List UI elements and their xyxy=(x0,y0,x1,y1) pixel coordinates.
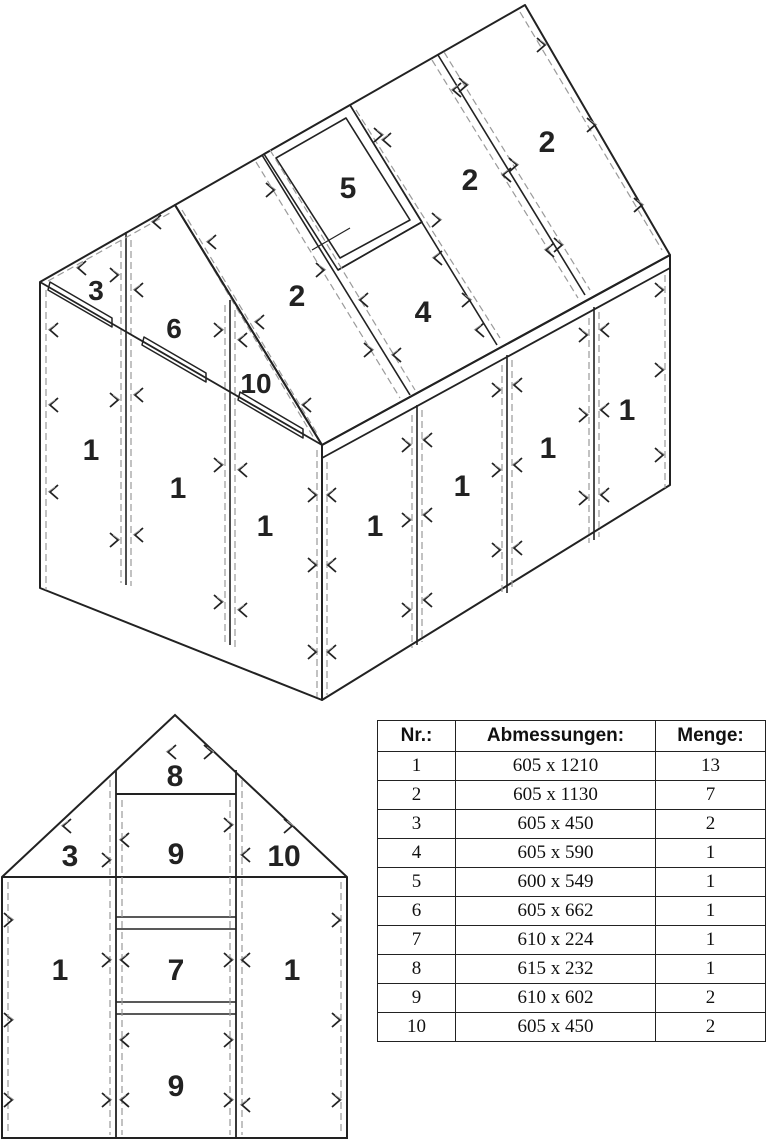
front-elevation xyxy=(0,713,348,1139)
cell-nr: 2 xyxy=(377,780,456,810)
label-1: 1 xyxy=(257,510,274,543)
label-1: 1 xyxy=(170,472,187,505)
cell-nr: 9 xyxy=(377,983,456,1013)
cell-quantity: 1 xyxy=(655,954,766,984)
label-1: 1 xyxy=(83,434,100,467)
cell-quantity: 2 xyxy=(655,983,766,1013)
label-10: 10 xyxy=(240,368,271,399)
cell-nr: 6 xyxy=(377,896,456,926)
label-2: 2 xyxy=(289,280,306,313)
cell-quantity: 13 xyxy=(655,751,766,781)
cell-nr: 10 xyxy=(377,1012,456,1042)
cell-nr: 1 xyxy=(377,751,456,781)
vent-bar xyxy=(237,391,304,439)
label-4: 4 xyxy=(415,296,432,329)
label-5: 5 xyxy=(340,172,357,205)
cell-quantity: 1 xyxy=(655,925,766,955)
front-elevation-outline xyxy=(0,713,348,1139)
header-abmessungen: Abmessungen: xyxy=(455,720,656,752)
cell-dimensions: 615 x 232 xyxy=(455,954,656,984)
label-9: 9 xyxy=(168,1070,185,1103)
cell-quantity: 2 xyxy=(655,1012,766,1042)
cell-quantity: 7 xyxy=(655,780,766,810)
label-6: 6 xyxy=(166,313,182,344)
label-1: 1 xyxy=(454,470,471,503)
vent-bar xyxy=(47,281,113,328)
cell-dimensions: 605 x 450 xyxy=(455,809,656,839)
cell-dimensions: 605 x 450 xyxy=(455,1012,656,1042)
label-1: 1 xyxy=(619,394,636,427)
label-3: 3 xyxy=(62,840,79,873)
cell-dimensions: 610 x 602 xyxy=(455,983,656,1013)
label-10: 10 xyxy=(267,840,300,873)
cell-dimensions: 605 x 1130 xyxy=(455,780,656,810)
cell-nr: 4 xyxy=(377,838,456,868)
label-1: 1 xyxy=(540,432,557,465)
label-8: 8 xyxy=(167,760,184,793)
front-labels: 8 3 9 10 1 7 1 9 xyxy=(52,760,301,1103)
label-1: 1 xyxy=(52,954,69,987)
header-nr: Nr.: xyxy=(377,720,456,752)
roof-window xyxy=(263,104,423,271)
label-1: 1 xyxy=(284,954,301,987)
cell-dimensions: 600 x 549 xyxy=(455,867,656,897)
cell-dimensions: 605 x 590 xyxy=(455,838,656,868)
label-3: 3 xyxy=(88,275,104,306)
roof-window-inner xyxy=(275,117,411,259)
cell-quantity: 2 xyxy=(655,809,766,839)
side-eave-beam xyxy=(321,254,671,459)
label-2: 2 xyxy=(462,164,479,197)
label-1: 1 xyxy=(367,510,384,543)
iso-labels: 3 6 10 1 1 1 1 1 1 1 2 5 2 2 4 xyxy=(83,126,636,543)
label-2: 2 xyxy=(539,126,556,159)
label-7: 7 xyxy=(168,954,185,987)
roof-outline xyxy=(174,4,671,446)
cell-quantity: 1 xyxy=(655,867,766,897)
header-menge: Menge: xyxy=(655,720,766,752)
table-header-row: Nr.: Abmessungen: Menge: xyxy=(377,720,766,752)
cell-dimensions: 605 x 662 xyxy=(455,896,656,926)
cell-nr: 7 xyxy=(377,925,456,955)
vent-bar xyxy=(141,336,207,383)
cell-quantity: 1 xyxy=(655,838,766,868)
cell-nr: 5 xyxy=(377,867,456,897)
label-9: 9 xyxy=(168,838,185,871)
front-eave xyxy=(39,281,323,446)
isometric-view xyxy=(39,4,671,701)
cell-quantity: 1 xyxy=(655,896,766,926)
cell-dimensions: 610 x 224 xyxy=(455,925,656,955)
clips-isometric xyxy=(47,37,666,660)
cell-dimensions: 605 x 1210 xyxy=(455,751,656,781)
cell-nr: 3 xyxy=(377,809,456,839)
cell-nr: 8 xyxy=(377,954,456,984)
